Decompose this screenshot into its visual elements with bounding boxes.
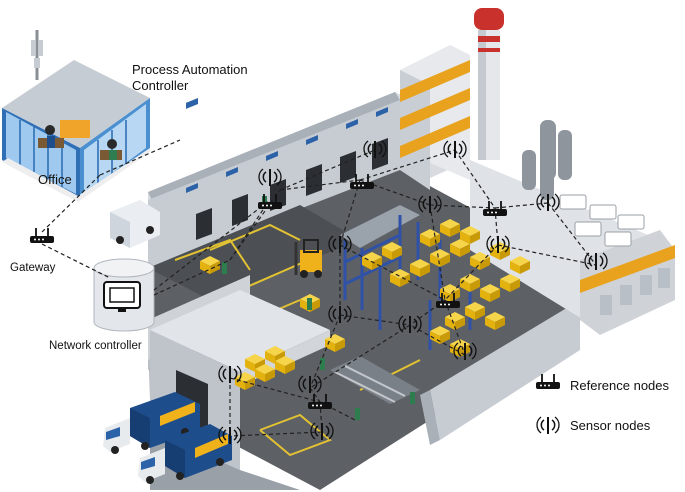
legend-reference-label: Reference nodes [570, 378, 670, 393]
forklift [294, 239, 322, 278]
truck-2 [138, 424, 232, 484]
truck-top [110, 200, 160, 248]
main-building [148, 92, 620, 490]
network-controller-label: Network controller [49, 340, 142, 352]
industrial-block [400, 45, 675, 335]
gateway-router-icon [29, 227, 55, 244]
network-controller [93, 258, 155, 332]
office-building [2, 60, 150, 202]
legend-sensor-label: Sensor nodes [570, 418, 651, 433]
gateway-label: Gateway [10, 262, 56, 274]
legend: Reference nodes Sensor nodes [530, 368, 680, 438]
legend-row-sensor: Sensor nodes [530, 412, 680, 442]
chimney [474, 8, 504, 160]
legend-row-reference: Reference nodes [530, 372, 680, 402]
process-automation-controller-label: Process Automation Controller [132, 62, 248, 93]
storage-racks [200, 205, 530, 404]
cell-tower-icon [31, 30, 43, 80]
office-label: Office [38, 172, 72, 187]
server-icon [103, 281, 141, 312]
